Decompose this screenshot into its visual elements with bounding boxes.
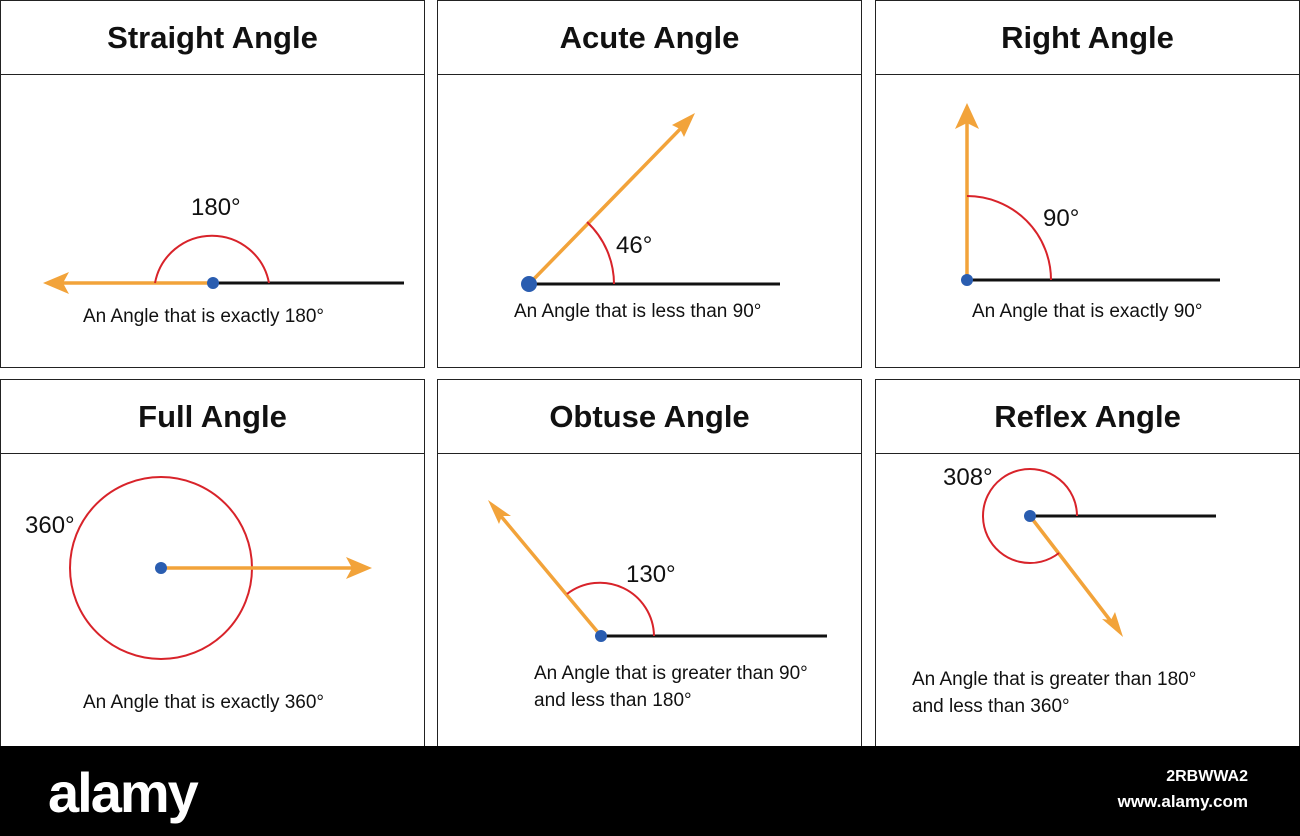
card-title: Right Angle — [876, 1, 1299, 75]
description: An Angle that is greater than 180° and l… — [912, 666, 1196, 720]
arrow-ray — [493, 507, 603, 638]
arrow-ray — [527, 119, 690, 286]
watermark-bar: alamy 2RBWWA2 www.alamy.com — [0, 746, 1300, 836]
description: An Angle that is less than 90° — [514, 298, 761, 325]
degree-label: 46° — [616, 232, 652, 259]
site-url: www.alamy.com — [1117, 792, 1248, 811]
obtuse-angle-diagram: 130° — [488, 500, 827, 642]
description-line: An Angle that is exactly 360° — [83, 692, 325, 713]
right-angle-diagram: 90° — [955, 103, 1220, 286]
description-line: An Angle that is exactly 180° — [83, 306, 325, 327]
description: An Angle that is exactly 180° — [83, 303, 324, 330]
straight-angle-diagram: 180° — [43, 194, 404, 294]
degree-label: 90° — [1043, 205, 1079, 232]
description-line: An Angle that is exactly 90° — [972, 301, 1203, 322]
straight-angle-card: Straight Angle 180° An Angle that is exa… — [0, 0, 425, 368]
acute-angle-card: Acute Angle 46° An Angle that is less th… — [437, 0, 862, 368]
description-line: An Angle that is less than 90° — [514, 301, 762, 322]
vertex-dot — [961, 274, 973, 286]
description: An Angle that is exactly 90° — [972, 298, 1202, 325]
arrow-head-icon — [346, 557, 372, 579]
arrow-head-icon — [488, 500, 511, 524]
vertex-dot — [155, 562, 167, 574]
reflex-angle-diagram: 308° — [943, 464, 1216, 637]
acute-angle-diagram: 46° — [521, 113, 780, 292]
arrow-head-icon — [955, 103, 979, 129]
image-id: 2RBWWA2 — [1166, 768, 1248, 785]
degree-label: 130° — [626, 561, 676, 588]
description: An Angle that is greater than 90° and le… — [534, 660, 808, 714]
description-line: An Angle that is greater than 180° — [912, 669, 1197, 690]
vertex-dot — [1024, 510, 1036, 522]
card-title: Full Angle — [1, 380, 424, 454]
full-angle-diagram: 360° — [25, 476, 372, 660]
degree-label: 180° — [191, 194, 241, 221]
vertex-dot — [595, 630, 607, 642]
arrow-ray — [1028, 514, 1118, 630]
right-angle-card: Right Angle 90° An Angle that is exactly… — [875, 0, 1300, 368]
card-title: Obtuse Angle — [438, 380, 861, 454]
degree-label: 360° — [25, 512, 75, 539]
arrow-head-icon — [672, 113, 695, 137]
obtuse-angle-card: Obtuse Angle 130° An Angle that is great… — [437, 379, 862, 747]
angle-arc — [966, 195, 1052, 281]
description: An Angle that is exactly 360° — [83, 689, 324, 716]
arrow-head-icon — [1102, 612, 1123, 637]
angle-arc — [154, 234, 270, 284]
description-line: and less than 180° — [534, 690, 692, 711]
arrow-head-icon — [43, 272, 69, 294]
vertex-dot — [207, 277, 219, 289]
description-line: and less than 360° — [912, 696, 1070, 717]
angle-arc — [982, 468, 1078, 564]
angle-arc — [566, 581, 655, 637]
card-title: Straight Angle — [1, 1, 424, 75]
reflex-angle-card: Reflex Angle 308° An Angle that is great… — [875, 379, 1300, 747]
card-title: Acute Angle — [438, 1, 861, 75]
description-line: An Angle that is greater than 90° — [534, 663, 808, 684]
angle-arc — [586, 221, 615, 285]
vertex-dot — [521, 276, 537, 292]
alamy-logo: alamy — [48, 761, 199, 824]
card-title: Reflex Angle — [876, 380, 1299, 454]
full-angle-card: Full Angle 360° An Angle that is exactly… — [0, 379, 425, 747]
degree-label: 308° — [943, 464, 993, 491]
